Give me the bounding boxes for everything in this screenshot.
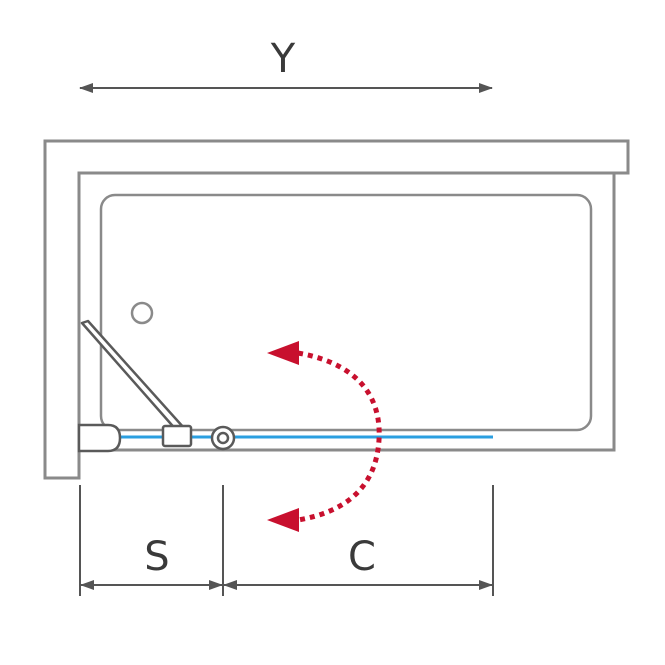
fixed-panel-hardware [77,319,236,453]
swing-arc [297,350,382,523]
dimension-y-label: Y [270,36,296,82]
swing-arrowhead-bottom [267,508,299,532]
folding-panel [80,319,186,434]
dimension-y: Y [79,36,493,93]
bath-inner-basin [99,193,593,432]
hinge-icon [161,424,193,448]
dimension-c-label: C [348,534,376,580]
extension-lines [79,485,494,596]
dimension-s-label: S [144,534,169,580]
dimension-c: C [223,534,493,590]
swing-direction-arrow-icon [267,341,382,532]
drain-circle-icon [130,301,154,325]
swing-arrowhead-top [267,341,299,365]
wall-profile-icon [77,423,122,453]
bath-rim [77,171,616,452]
dimension-s: S [80,534,223,590]
bath-outline [43,139,630,480]
pivot-inner-icon [216,431,230,445]
